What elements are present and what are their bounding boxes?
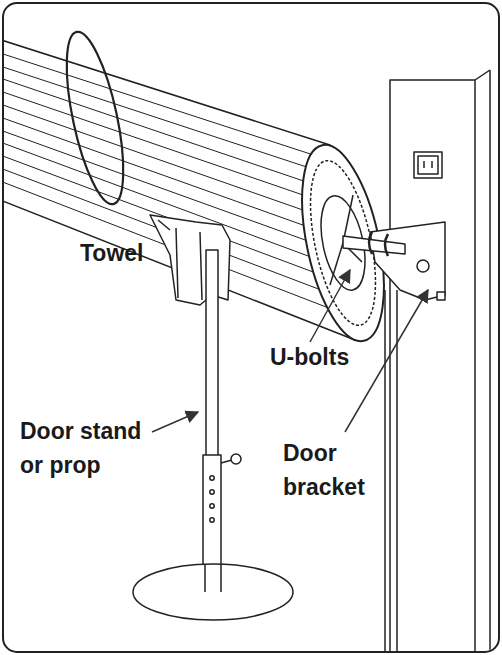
part-label: U-bolts	[270, 340, 380, 374]
part-label: Door stand or prop	[20, 414, 150, 482]
guide-rail	[384, 290, 386, 651]
part-label: Towel	[80, 236, 190, 270]
leader-line	[310, 270, 350, 342]
leader-line	[345, 290, 428, 432]
leader-line	[152, 412, 198, 432]
door-bracket	[370, 222, 445, 300]
strap	[55, 27, 135, 208]
door-stand	[206, 250, 218, 465]
part-label: Door bracket	[283, 436, 395, 504]
axle	[343, 236, 405, 254]
switch-box	[414, 152, 442, 178]
door-frame	[390, 80, 475, 651]
outer-border	[3, 3, 499, 652]
